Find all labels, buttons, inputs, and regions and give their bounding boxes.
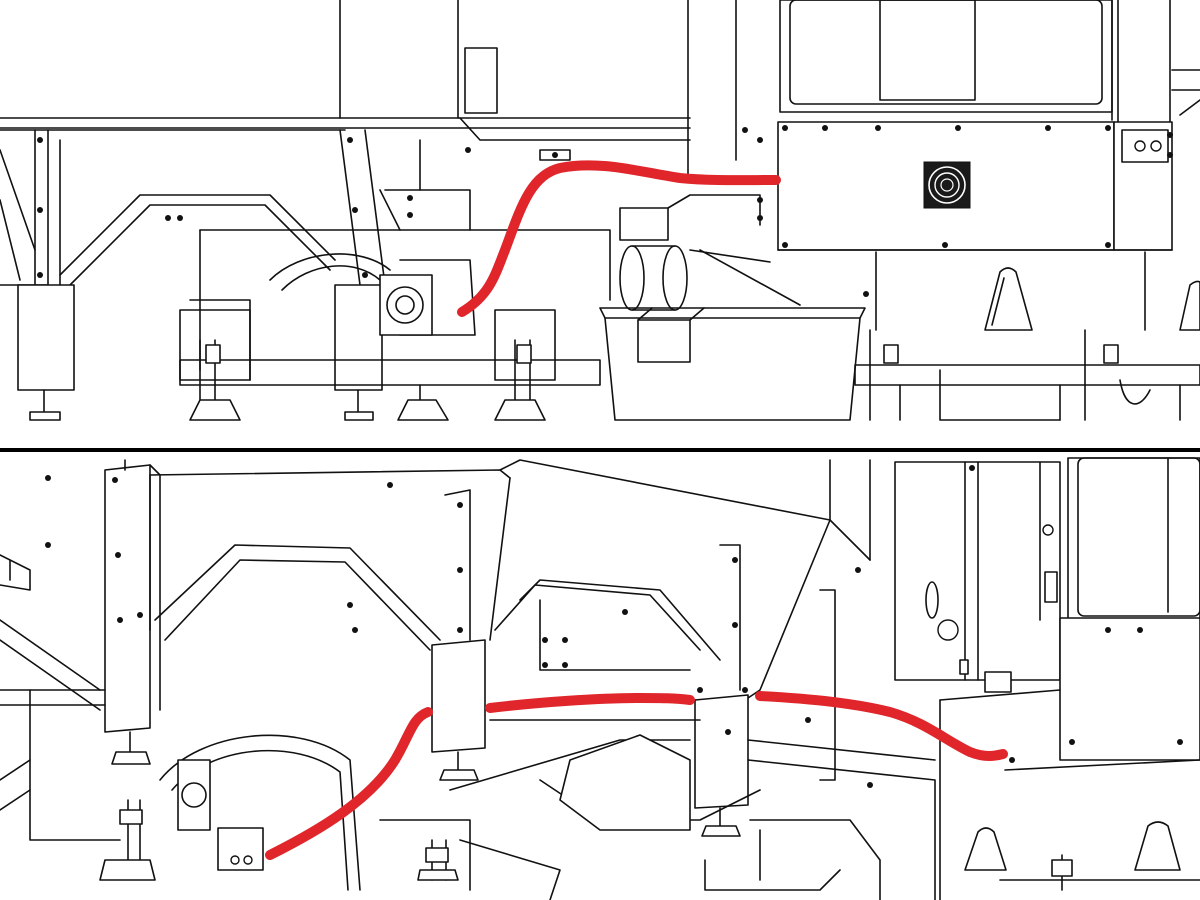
right-cabinet: [619, 0, 1200, 331]
drip-tray: [599, 245, 866, 421]
top-view: [0, 0, 1200, 421]
bolt-markers-bottom: [45, 465, 1183, 788]
bolt-markers-top: [37, 125, 1173, 297]
leveling-feet-top: [179, 309, 556, 421]
right-base: [854, 267, 1200, 421]
left-leg: [17, 284, 75, 391]
arch-and-pump: [0, 689, 561, 900]
right-cabinet-bottom: [894, 457, 1200, 900]
routed-cable-bottom-right: [755, 691, 1008, 761]
routed-cable-bottom-left: [265, 707, 433, 860]
leveling-feet-bottom: [99, 799, 1073, 891]
middle-leg: [334, 284, 383, 391]
right-leg: [694, 694, 749, 809]
bottom-view: [0, 457, 1200, 900]
central-base: [179, 139, 611, 386]
left-column: [0, 459, 161, 765]
hopper-frame: [149, 459, 871, 837]
center-leg: [431, 639, 486, 753]
upper-cabinet: [0, 0, 691, 141]
lower-rails: [449, 719, 936, 900]
routed-cable-bottom-middle: [485, 693, 695, 713]
left-frame: [0, 129, 386, 421]
routed-cable-top: [457, 160, 781, 317]
label-plate: [464, 47, 498, 114]
cooling-fan-icon: [923, 161, 971, 209]
door-lock-icon: [937, 619, 959, 641]
cabinet-window: [779, 0, 1113, 113]
pump-assembly: [177, 759, 211, 831]
